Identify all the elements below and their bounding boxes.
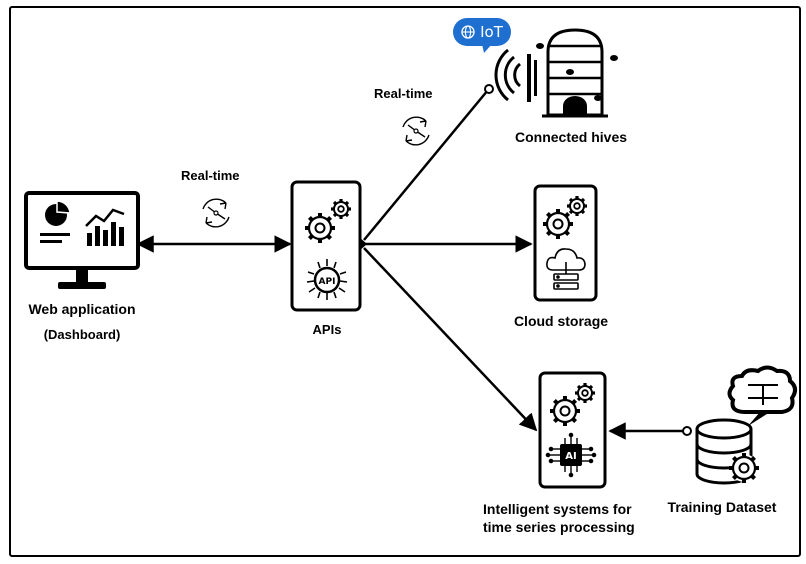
web-app-subtitle: (Dashboard) [43,327,121,342]
wireless-signal-icon [494,48,537,102]
pie-chart-icon [40,200,71,243]
bar-line-chart-icon [85,208,125,246]
realtime-sync-icon-top [402,116,430,146]
dataset-title: Training Dataset [667,499,777,515]
gear-icon [727,451,761,485]
cloud-device-icon [533,184,598,302]
connection-apis-hives [363,84,494,241]
beehive-icon [542,28,608,118]
brain-icon [727,365,797,426]
hives-title: Connected hives [514,129,628,145]
connection-apis-intelligent [363,247,538,432]
globe-icon [461,25,475,39]
badge-tail [482,44,492,53]
realtime-sync-icon [202,198,230,228]
cloud-title: Cloud storage [513,313,609,329]
api-chip-text: API [319,277,336,287]
intelligent-title-line1: Intelligent systems for [483,501,632,517]
web-app-title: Web application [28,301,136,317]
api-chip-icon [306,259,348,300]
apis-title: APIs [312,322,342,337]
intelligent-device-icon [538,371,607,489]
intelligent-title-line2: time series processing [483,519,635,535]
ai-chip-label: AI [565,451,576,462]
cloud-server-icon [546,248,586,290]
web-app-monitor-icon [24,191,140,289]
realtime-label-left: Real-time [181,168,240,183]
connection-dataset-intelligent [608,422,692,440]
ai-chip-icon [545,432,597,478]
realtime-label-top: Real-time [374,86,433,101]
iot-badge: IoT [453,18,511,46]
bee-icon [536,43,618,101]
iot-badge-label: IoT [480,23,503,41]
diagram-frame [9,6,801,557]
apis-device-icon: API [290,180,362,312]
